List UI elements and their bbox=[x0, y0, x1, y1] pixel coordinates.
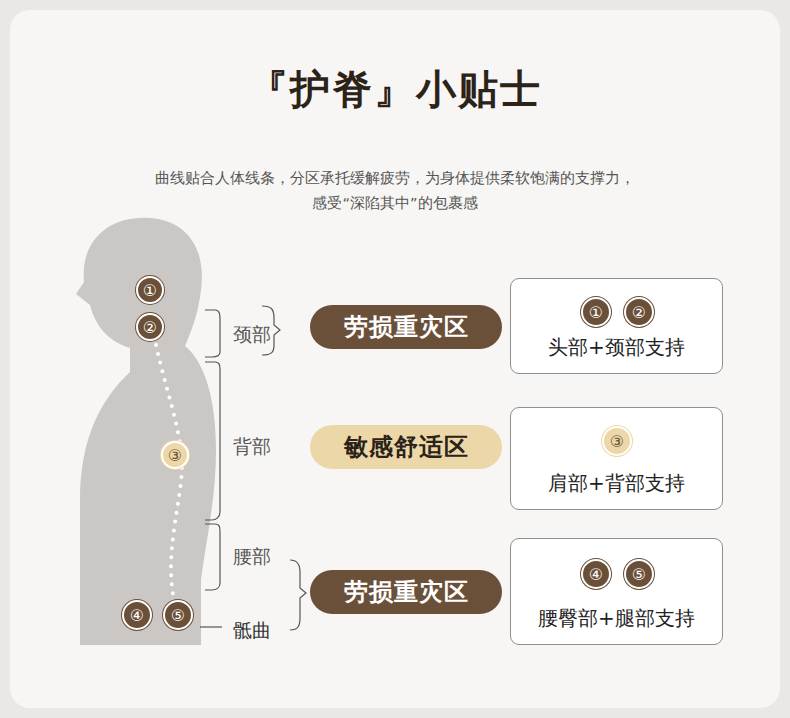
support-box: 头部+颈部支持 ① ② bbox=[510, 278, 723, 374]
body-silhouette bbox=[76, 218, 216, 645]
callout-number: ③ bbox=[610, 432, 624, 451]
callout-number: ④ bbox=[130, 606, 144, 625]
callout-circle: ④ bbox=[581, 559, 611, 589]
callout-circle: ④ bbox=[122, 600, 152, 630]
callout-number: ② bbox=[143, 318, 157, 337]
part-label: 腰部 bbox=[233, 544, 271, 570]
callout-number: ② bbox=[632, 303, 646, 322]
zone-pill: 劳损重灾区 bbox=[310, 305, 502, 349]
zone-name: 劳损重灾区 bbox=[344, 576, 469, 608]
callout-number: ④ bbox=[589, 565, 603, 584]
waist-brace bbox=[290, 560, 306, 630]
callout-circle: ② bbox=[136, 313, 164, 341]
subtitle: 曲线贴合人体线条，分区承托缓解疲劳，为身体提供柔软饱满的支撑力，感受“深陷其中”… bbox=[155, 166, 635, 217]
callout-number: ⑤ bbox=[632, 565, 646, 584]
brackets bbox=[200, 306, 306, 630]
neck-bracket bbox=[205, 310, 220, 357]
part-label: 背部 bbox=[233, 434, 271, 460]
waist-bracket bbox=[205, 524, 220, 590]
callout-number: ③ bbox=[168, 446, 182, 465]
callout-circle: ③ bbox=[602, 426, 632, 456]
support-text: 腰臀部+腿部支持 bbox=[538, 605, 695, 632]
part-label: 骶曲 bbox=[233, 618, 271, 644]
zone-pill: 敏感舒适区 bbox=[310, 425, 502, 469]
zone-pill: 劳损重灾区 bbox=[310, 570, 502, 614]
callout-circle: ⑤ bbox=[163, 600, 193, 630]
callout-number: ⑤ bbox=[171, 606, 185, 625]
zone-name: 敏感舒适区 bbox=[344, 431, 469, 463]
callout-number: ① bbox=[143, 281, 157, 300]
callout-circle: ① bbox=[581, 297, 611, 327]
support-text: 头部+颈部支持 bbox=[548, 334, 685, 361]
back-bracket bbox=[205, 362, 220, 520]
callout-circle: ① bbox=[136, 276, 164, 304]
zone-name: 劳损重灾区 bbox=[344, 311, 469, 343]
spine-dots bbox=[156, 345, 182, 600]
support-box: 肩部+背部支持 ③ bbox=[510, 407, 723, 510]
part-label: 颈部 bbox=[233, 322, 271, 348]
callout-circle: ② bbox=[624, 297, 654, 327]
title: 『护脊』小贴士 bbox=[0, 62, 790, 117]
support-text: 肩部+背部支持 bbox=[548, 470, 685, 497]
support-box: 腰臀部+腿部支持 ④ ⑤ bbox=[510, 538, 723, 645]
callout-circle: ③ bbox=[161, 441, 189, 469]
callout-circle: ⑤ bbox=[624, 559, 654, 589]
sacrum-line bbox=[200, 626, 222, 627]
callout-number: ① bbox=[589, 303, 603, 322]
